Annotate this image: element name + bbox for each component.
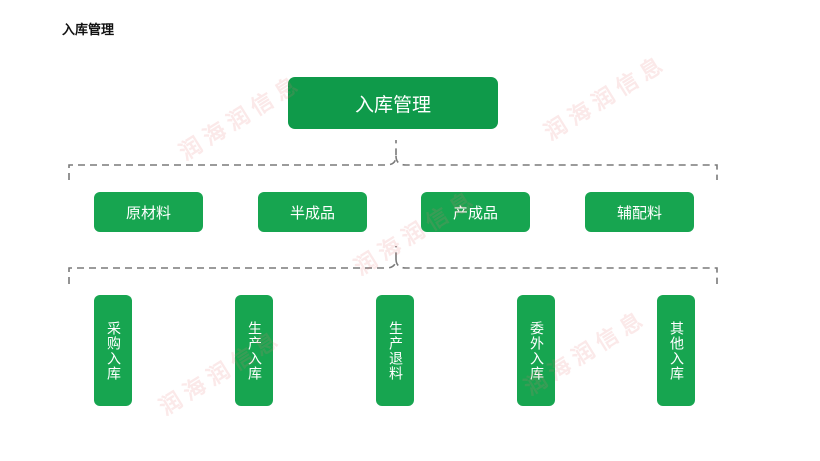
category-auxiliary-materials: 辅配料 — [585, 192, 694, 232]
leaf-outsourced-inbound: 委外入库 — [517, 295, 555, 406]
root-node: 入库管理 — [288, 77, 498, 129]
leaf-purchase-inbound: 采购入库 — [94, 295, 132, 406]
category-finished-goods: 产成品 — [421, 192, 530, 232]
upper-bracket — [68, 140, 718, 180]
lower-bracket — [68, 246, 718, 284]
leaf-production-inbound: 生产入库 — [235, 295, 273, 406]
category-semi-finished: 半成品 — [258, 192, 367, 232]
page-title: 入库管理 — [62, 23, 115, 38]
leaf-other-inbound: 其他入库 — [657, 295, 695, 406]
category-raw-materials: 原材料 — [94, 192, 203, 232]
leaf-production-return: 生产退料 — [376, 295, 414, 406]
